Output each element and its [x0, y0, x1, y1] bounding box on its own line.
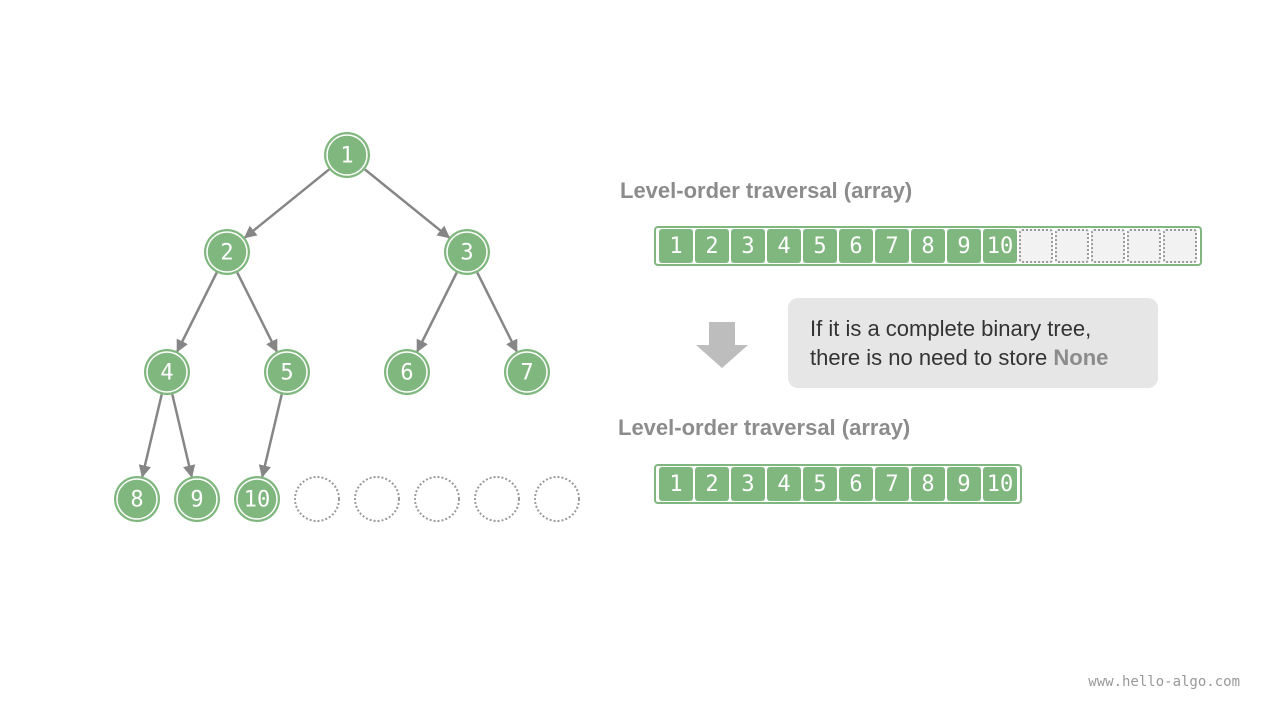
tree-node-label: 6 [400, 361, 413, 386]
empty-array-cell [1019, 229, 1053, 263]
tree-nodes: 1 2 3 4 5 6 7 8 9 10 [114, 132, 580, 522]
array-cell: 3 [731, 229, 765, 263]
padded-array-title: Level-order traversal (array) [620, 178, 913, 203]
tree-node-label: 5 [280, 361, 293, 386]
array-cell: 9 [947, 229, 981, 263]
tree-node-label: 8 [130, 488, 143, 513]
empty-node-slot [294, 476, 340, 522]
array-cell: 7 [875, 229, 909, 263]
empty-array-cell [1127, 229, 1161, 263]
tree-node: 5 [264, 349, 310, 395]
tree-edge [176, 272, 218, 353]
note-line-2-text: there is no need to store [810, 345, 1054, 370]
watermark: www.hello-algo.com [1088, 674, 1240, 690]
tree-node-label: 1 [340, 144, 353, 169]
array-cell: 4 [767, 229, 801, 263]
array-cell: 2 [695, 229, 729, 263]
array-cell: 2 [695, 467, 729, 501]
tree-node: 7 [504, 349, 550, 395]
down-arrow-icon [696, 322, 748, 368]
compact-array-title: Level-order traversal (array) [618, 415, 911, 440]
empty-node-slot [474, 476, 520, 522]
empty-array-cell [1163, 229, 1197, 263]
array-cell: 4 [767, 467, 801, 501]
array-cell: 10 [983, 229, 1017, 263]
tree-node: 2 [204, 229, 250, 275]
empty-array-cell [1055, 229, 1089, 263]
empty-node-slot [414, 476, 460, 522]
array-cell: 1 [659, 467, 693, 501]
tree-node: 1 [324, 132, 370, 178]
tree-node-label: 10 [244, 488, 271, 513]
array-cell: 1 [659, 229, 693, 263]
tree-node-label: 4 [160, 361, 173, 386]
empty-node-slot [354, 476, 400, 522]
tree-edge [416, 272, 458, 353]
tree-node: 8 [114, 476, 160, 522]
complete-tree-note: If it is a complete binary tree, there i… [788, 298, 1158, 388]
note-line-2: there is no need to store None [810, 343, 1136, 372]
array-cell: 6 [839, 229, 873, 263]
tree-edges [138, 168, 518, 478]
tree-node-label: 9 [190, 488, 203, 513]
tree-edge [243, 168, 330, 239]
empty-array-cell [1091, 229, 1125, 263]
empty-node-slot [534, 476, 580, 522]
note-line-1: If it is a complete binary tree, [810, 316, 1092, 341]
array-cell: 10 [983, 467, 1017, 501]
tree-edge [364, 168, 451, 239]
array-cell: 3 [731, 467, 765, 501]
tree-edge [138, 394, 163, 478]
tree-node: 3 [444, 229, 490, 275]
tree-node-label: 7 [520, 361, 533, 386]
array-cell: 8 [911, 229, 945, 263]
tree-node: 6 [384, 349, 430, 395]
array-cell: 6 [839, 467, 873, 501]
tree-edge [258, 394, 283, 478]
array-cell: 9 [947, 467, 981, 501]
none-keyword: None [1053, 345, 1109, 370]
tree-edge [171, 394, 196, 478]
tree-edge [476, 272, 518, 353]
array-cell: 5 [803, 229, 837, 263]
tree-node-label: 2 [220, 241, 233, 266]
tree-node: 4 [144, 349, 190, 395]
tree-node: 10 [234, 476, 280, 522]
tree-node: 9 [174, 476, 220, 522]
tree-edge [236, 272, 278, 353]
array-cell: 7 [875, 467, 909, 501]
array-cell: 5 [803, 467, 837, 501]
tree-node-label: 3 [460, 241, 473, 266]
array-cell: 8 [911, 467, 945, 501]
